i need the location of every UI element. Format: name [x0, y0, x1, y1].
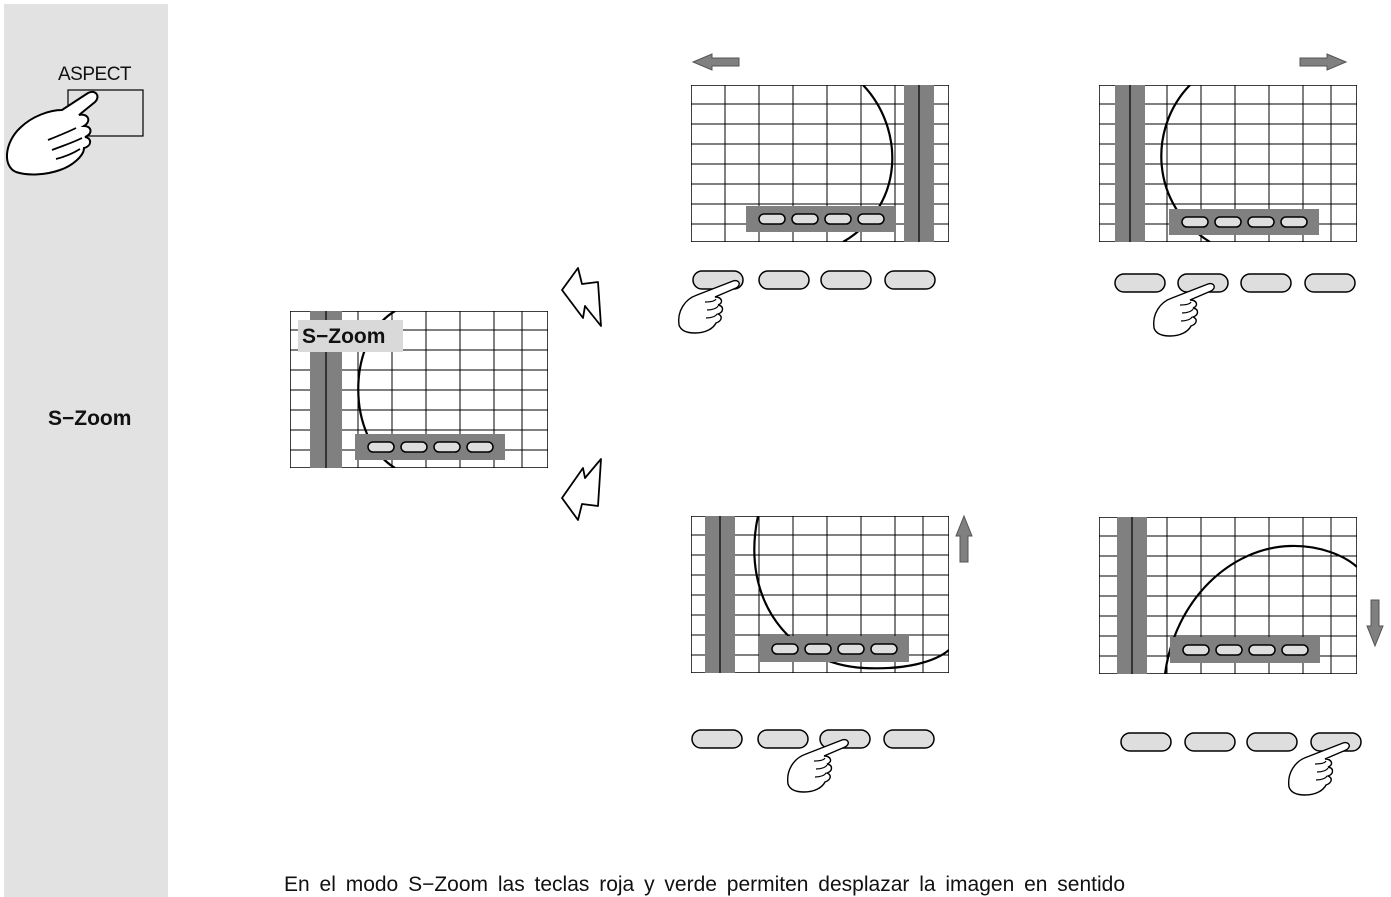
filled-arrow-icon — [955, 514, 973, 563]
mode-label: S−Zoom — [48, 407, 132, 430]
screen-shift-down — [1099, 517, 1357, 674]
osd-key-bar — [355, 434, 505, 460]
screen-label: S−Zoom — [302, 325, 385, 348]
hollow-arrow-icon — [561, 458, 602, 521]
screen-shift-left — [691, 85, 949, 242]
filled-arrow-icon — [691, 53, 740, 71]
remote-keys-right — [1114, 273, 1356, 293]
screen-shift-right — [1099, 85, 1357, 242]
screen-label-bg — [298, 320, 403, 352]
filled-arrow-icon — [1366, 599, 1384, 648]
screen-shift-up — [691, 516, 949, 673]
caption-text: En el modo S−Zoom las teclas roja y verd… — [284, 873, 1125, 896]
remote-keys-up — [691, 729, 935, 749]
filled-arrow-icon — [1299, 53, 1348, 71]
screen-original: S−Zoom — [290, 311, 548, 468]
aspect-button-label: ASPECT — [58, 64, 132, 85]
hollow-arrow-icon — [561, 267, 602, 327]
remote-keys-down — [1120, 732, 1362, 752]
hand-pointer-icon — [6, 90, 99, 176]
